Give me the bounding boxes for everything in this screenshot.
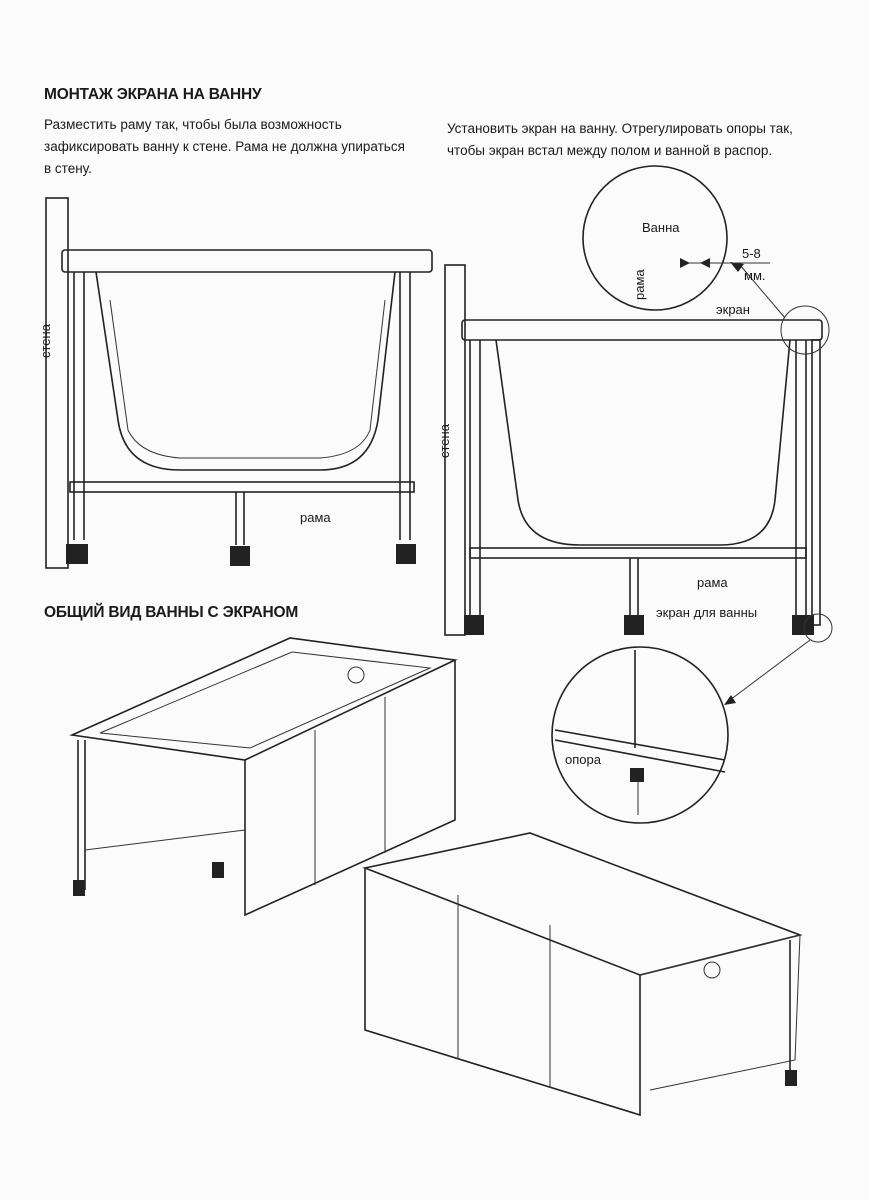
pointer-arrow: [739, 264, 786, 319]
foot: [624, 615, 644, 635]
heading-mounting: МОНТАЖ ЭКРАНА НА ВАННУ: [44, 86, 262, 103]
foot: [66, 544, 88, 564]
frame-bar: [469, 547, 807, 559]
bathtub-body: [495, 339, 791, 546]
bathtub-rim: [461, 319, 823, 341]
label-frame-detail: рама: [632, 269, 647, 300]
diagram-screen-install: [444, 165, 833, 824]
step2-text: Установить экран на ванну. Отрегулироват…: [447, 121, 793, 158]
label-screen: экран: [716, 302, 750, 317]
foot: [230, 546, 250, 566]
label-gap-value: 5-8: [742, 246, 761, 261]
screen-front: [244, 660, 456, 917]
diagram-frame-placement: [45, 197, 433, 569]
screen-panel: [811, 339, 821, 626]
label-gap-unit: мм.: [744, 268, 766, 283]
label-bath-screen: экран для ванны: [656, 605, 758, 620]
wall-right: [444, 264, 466, 636]
label-wall-left: стена: [38, 324, 53, 358]
screen-front: [364, 868, 641, 1117]
frame-bar: [69, 481, 415, 493]
detail-circle-bottom: [551, 646, 729, 824]
support-foot: [630, 768, 644, 782]
label-wall-right: стена: [437, 424, 452, 458]
gap-arrows: [680, 258, 710, 268]
label-frame-left: рама: [300, 510, 331, 525]
heading-overview: ОБЩИЙ ВИД ВАННЫ С ЭКРАНОМ: [44, 604, 299, 621]
label-frame-right: рама: [697, 575, 728, 590]
bathtub-top: [362, 832, 803, 976]
foot: [792, 615, 814, 635]
bathtub-rim: [61, 249, 433, 273]
foot: [464, 615, 484, 635]
bathtub-body: [95, 271, 396, 471]
label-bath: Ванна: [642, 220, 680, 235]
label-support: опора: [565, 752, 601, 767]
foot: [396, 544, 416, 564]
wall-left: [45, 197, 69, 569]
bathtub-overview-2: [362, 832, 803, 1117]
step1-text: Разместить раму так, чтобы была возможно…: [44, 117, 405, 176]
bathtub-overview-1: [69, 637, 458, 917]
detail-circle-top: [582, 165, 728, 311]
